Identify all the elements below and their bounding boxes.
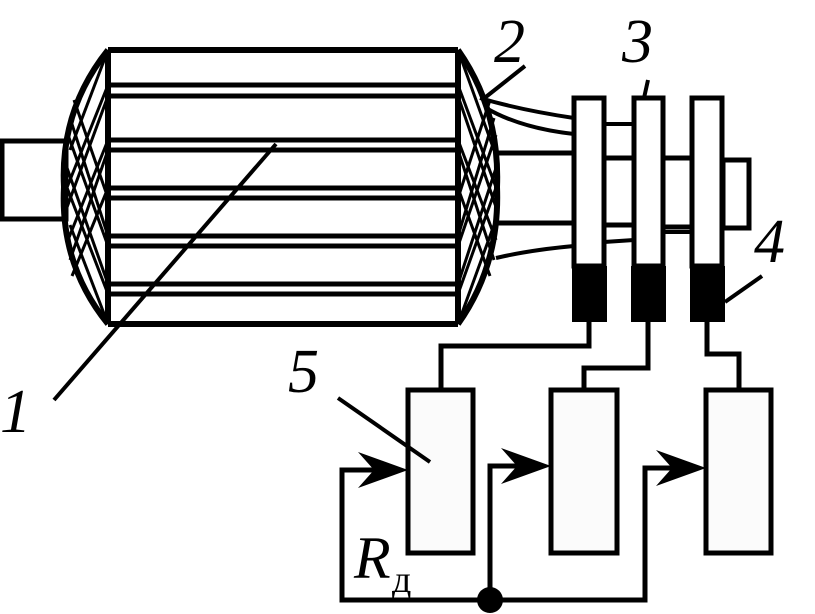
brush-wiring [438, 322, 742, 390]
resistor-symbol: R [353, 525, 391, 591]
star-point [477, 587, 503, 613]
arrow-head-3 [656, 450, 706, 486]
rheostat-2 [548, 387, 620, 556]
rotor-conductors [108, 82, 458, 297]
shaft-left [0, 138, 69, 222]
winding-leads [479, 96, 692, 260]
brushes [572, 266, 725, 322]
label-rotor: 1 [0, 378, 31, 446]
slip-rings [571, 95, 725, 269]
label-winding: 2 [494, 8, 525, 76]
label-brushes: 4 [754, 208, 785, 276]
rheostat-1 [405, 387, 476, 556]
arrow-head-2 [501, 448, 551, 484]
resistor-subscript: д [392, 559, 411, 601]
arrow-head-1 [358, 452, 408, 488]
end-winding-left [64, 49, 110, 325]
label-slip-rings: 3 [621, 8, 653, 76]
leader-lines [52, 64, 764, 464]
rheostats [405, 387, 774, 556]
rheostat-sliders [339, 448, 706, 613]
label-rheostat: 5 [288, 338, 319, 406]
end-winding-right [456, 49, 499, 325]
rheostat-3 [703, 387, 774, 556]
resistor-label: R д [353, 525, 411, 601]
